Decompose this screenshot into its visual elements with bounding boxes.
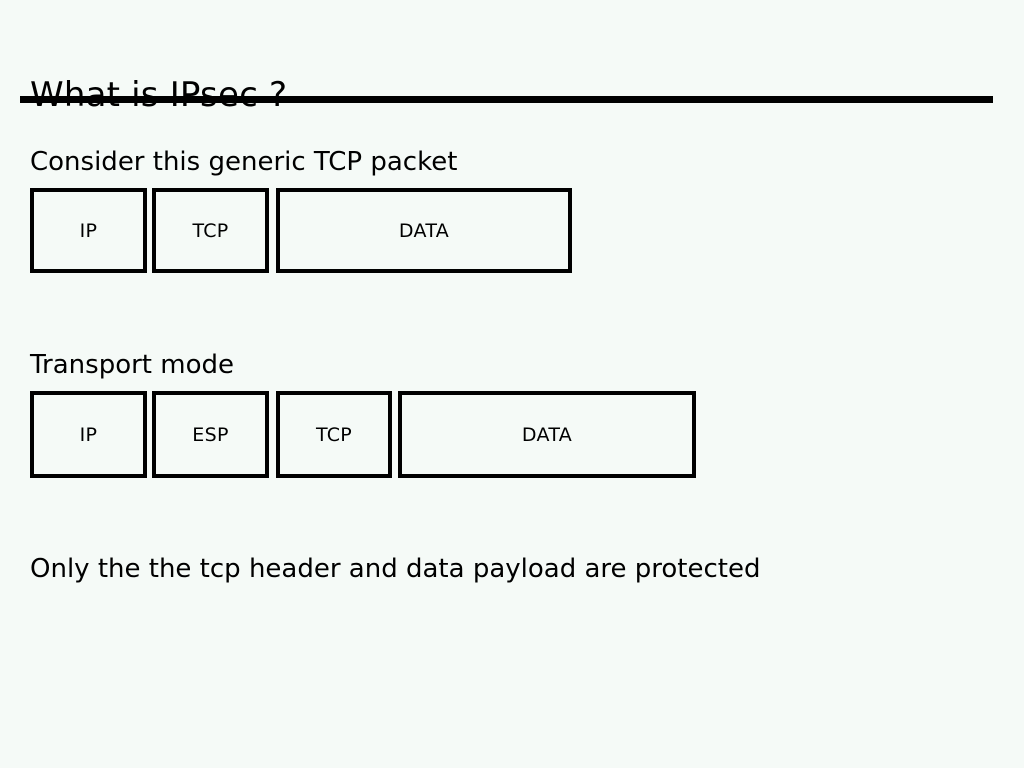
packet-field-esp: ESP <box>152 391 269 478</box>
packet-field-label: DATA <box>398 219 450 242</box>
packet-field-label: IP <box>79 423 98 446</box>
packet-field-ip: IP <box>30 391 147 478</box>
packet-field-label: TCP <box>315 423 353 446</box>
packet-field-label: ESP <box>192 423 229 446</box>
transport-mode-diagram: IP ESP TCP DATA <box>30 391 696 478</box>
transport-mode-caption: Transport mode <box>30 350 235 380</box>
packet-field-label: TCP <box>192 219 229 242</box>
packet-field-label: IP <box>79 219 98 242</box>
generic-packet-diagram: IP TCP DATA <box>30 188 572 273</box>
packet-field-data: DATA <box>276 188 572 273</box>
generic-packet-caption: Consider this generic TCP packet <box>30 147 458 177</box>
footnote-text: Only the the tcp header and data payload… <box>30 554 761 584</box>
page-title: What is IPsec ? <box>30 74 288 115</box>
packet-field-data: DATA <box>398 391 696 478</box>
packet-field-label: DATA <box>521 423 573 446</box>
packet-field-tcp: TCP <box>276 391 392 478</box>
packet-field-tcp: TCP <box>152 188 269 273</box>
packet-field-ip: IP <box>30 188 147 273</box>
title-divider <box>20 96 993 103</box>
